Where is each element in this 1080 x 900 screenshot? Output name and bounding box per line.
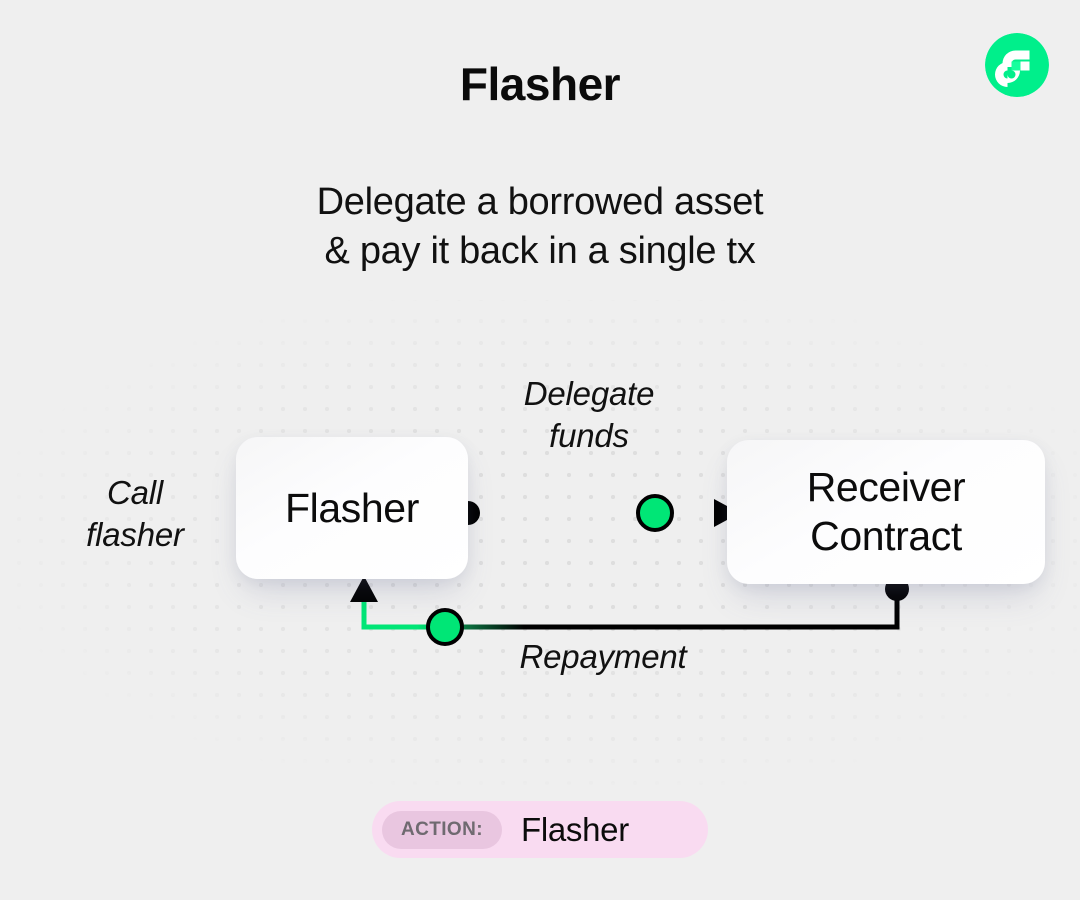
node-receiver-contract[interactable]: Receiver Contract <box>727 440 1045 584</box>
page-subtitle: Delegate a borrowed asset & pay it back … <box>0 178 1080 275</box>
delegate-accent-node <box>636 494 674 532</box>
call-flasher-line-1: Call <box>106 474 164 511</box>
node-receiver-label: Receiver Contract <box>807 463 966 561</box>
node-flasher-label: Flasher <box>285 484 419 531</box>
edge-delegate-funds <box>456 494 740 532</box>
node-receiver-label-line-1: Receiver <box>806 463 966 510</box>
call-flasher-line-2: flasher <box>86 515 184 553</box>
page-title: Flasher <box>459 58 621 110</box>
subtitle-line-2: & pay it back in a single tx <box>324 229 756 272</box>
edge-repayment <box>350 576 909 646</box>
node-receiver-label-line-2: Contract <box>810 513 962 559</box>
edge-label-delegate-funds: Delegate funds <box>466 373 712 456</box>
action-badge-tag: ACTION: <box>382 810 502 849</box>
node-flasher[interactable]: Flasher <box>236 437 468 579</box>
delegate-funds-line-2: funds <box>549 416 629 454</box>
subtitle-line-1: Delegate a borrowed asset <box>316 181 764 223</box>
action-badge-value: Flasher <box>520 810 629 848</box>
flow-logo-icon <box>985 33 1049 97</box>
delegate-funds-line-1: Delegate <box>523 375 655 412</box>
flow-diagram: Flasher Receiver Contract Call flasher D… <box>0 300 1080 800</box>
action-badge: ACTION: Flasher <box>372 801 708 858</box>
edge-label-repayment: Repayment <box>519 638 687 675</box>
repayment-accent-node <box>426 608 464 646</box>
edge-label-call-flasher: Call flasher <box>40 472 230 555</box>
